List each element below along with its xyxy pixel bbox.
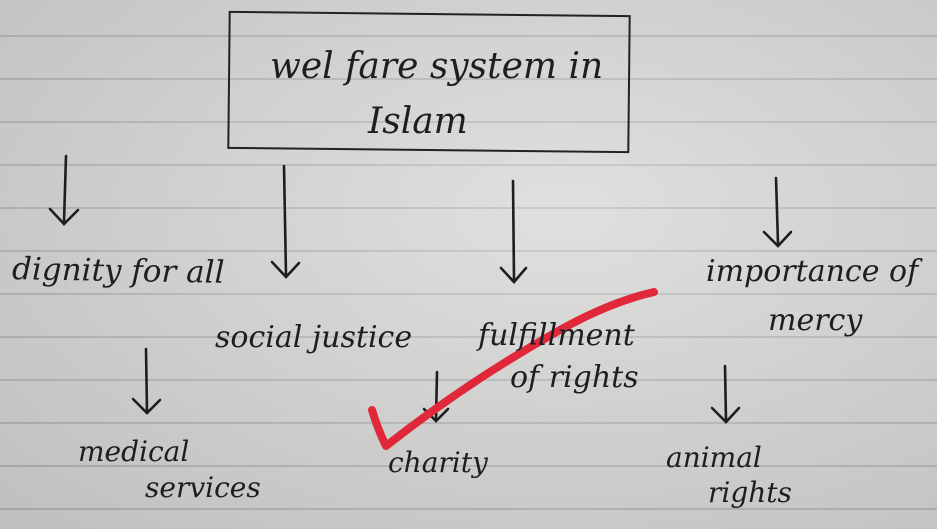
node-animal-line-2: rights	[708, 476, 792, 509]
node-medical-line-2: services	[145, 471, 261, 504]
node-importance-line-1: importance of	[706, 254, 919, 289]
node-fulfillment-line-1: fulfillment	[478, 318, 635, 353]
node-social-justice: social justice	[215, 320, 413, 355]
arrow-to-dignity	[48, 154, 80, 226]
arrow-to-importance	[762, 176, 793, 248]
arrow-to-animal-rights	[710, 364, 741, 424]
title-line-1: wel fare system in	[270, 46, 604, 87]
node-medical-line-1: medical	[78, 435, 190, 468]
arrow-to-fulfillment	[499, 179, 528, 284]
red-checkmark	[368, 288, 658, 450]
node-dignity-for-all: dignity for all	[11, 251, 225, 291]
node-fulfillment-line-2: of rights	[510, 360, 639, 395]
node-importance-line-2: mercy	[768, 303, 863, 338]
arrow-to-medical	[131, 347, 162, 415]
node-animal-line-1: animal	[666, 441, 762, 474]
node-charity: charity	[388, 446, 488, 479]
arrow-to-social-justice	[270, 164, 301, 279]
title-line-2: Islam	[368, 101, 468, 142]
